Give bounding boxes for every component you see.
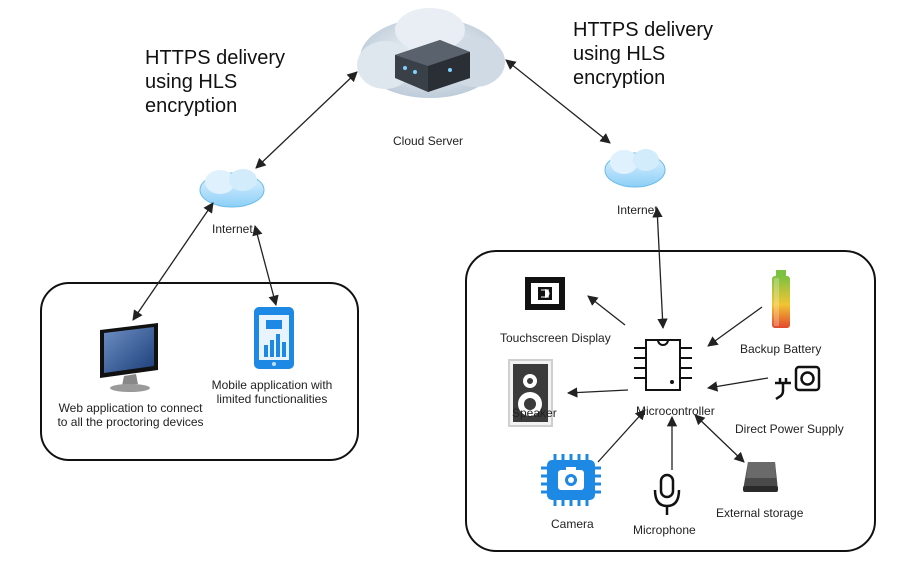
power-plug-icon (775, 365, 821, 401)
microphone-label: Microphone (633, 523, 696, 537)
https-label-left: HTTPS delivery using HLS encryption (145, 46, 285, 118)
link-power-mcu (706, 377, 769, 392)
internet-cloud-right-icon (604, 149, 666, 188)
cloud-server-icon (357, 8, 505, 98)
direct-power-label: Direct Power Supply (735, 422, 844, 436)
camera-label: Camera (551, 517, 594, 531)
device-group-box (465, 250, 876, 552)
internet-left-label: Internet (212, 222, 253, 236)
link-mcu-storage (694, 414, 745, 463)
link-camera-mcu (597, 409, 646, 463)
link-mcu-speaker (566, 387, 629, 398)
https-label-right: HTTPS delivery using HLS encryption (573, 18, 713, 90)
battery-icon (772, 270, 790, 328)
https-right-line-2: using HLS (573, 43, 666, 65)
link-cloud-internet-right (505, 59, 611, 144)
web-app-label: Web application to connect to all the pr… (48, 401, 213, 429)
microphone-icon (653, 473, 681, 515)
client-group-box (40, 282, 359, 461)
speaker-icon (508, 359, 553, 427)
web-app-line-1: Web application to connect (58, 401, 203, 415)
mobile-app-line-2: limited functionalities (216, 392, 328, 406)
mobile-app-label: Mobile application with limited function… (202, 378, 342, 406)
link-internet-mcu (652, 206, 668, 330)
link-internet-web (132, 202, 214, 321)
https-left-line-1: HTTPS delivery (145, 47, 286, 69)
microcontroller-label: Microcontroller (636, 404, 715, 418)
internet-cloud-left-icon (199, 169, 265, 208)
speaker-label: Speaker (512, 406, 557, 420)
link-mcu-touchscreen (587, 295, 626, 326)
web-app-line-2: to all the proctoring devices (57, 415, 204, 429)
link-battery-mcu (707, 306, 763, 347)
https-right-line-1: HTTPS delivery (573, 19, 714, 41)
backup-battery-label: Backup Battery (740, 342, 822, 356)
mobile-app-line-1: Mobile application with (211, 378, 333, 392)
https-left-line-3: encryption (145, 95, 238, 117)
hard-drive-icon (743, 462, 778, 492)
camera-icon (541, 454, 601, 506)
link-cloud-internet-left (255, 71, 358, 169)
tablet-chart-icon (254, 307, 294, 369)
external-storage-label: External storage (716, 506, 804, 520)
https-left-line-2: using HLS (145, 71, 238, 93)
link-internet-mobile (252, 224, 279, 307)
touchscreen-label: Touchscreen Display (500, 331, 611, 345)
https-right-line-3: encryption (573, 67, 666, 89)
cloud-server-label: Cloud Server (393, 134, 464, 148)
internet-right-label: Internet (617, 203, 658, 217)
microcontroller-chip-icon (634, 339, 692, 391)
touchscreen-display-icon (525, 277, 565, 310)
monitor-icon (100, 323, 158, 392)
